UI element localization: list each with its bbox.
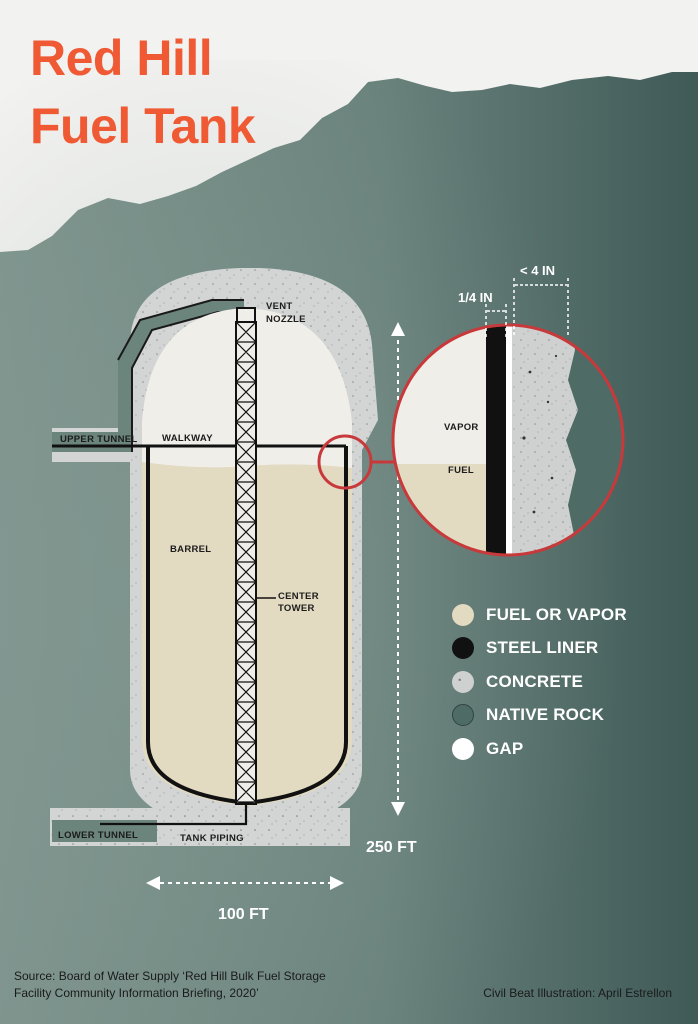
steel-swatch-icon xyxy=(452,637,474,660)
walkway-label: WALKWAY xyxy=(162,433,213,444)
zoom-inset-border xyxy=(391,323,625,557)
legend-label: NATIVE ROCK xyxy=(486,705,605,725)
fuel-label: FUEL xyxy=(448,465,474,476)
rock-swatch-icon xyxy=(452,704,474,727)
upper-tunnel-label: UPPER TUNNEL xyxy=(60,434,138,445)
tank-piping-line xyxy=(100,804,248,826)
vent-label-line1: VENT xyxy=(266,301,293,312)
legend-item-rock: NATIVE ROCK xyxy=(452,699,627,733)
fuel-swatch-icon xyxy=(452,603,474,626)
tank-piping-label: TANK PIPING xyxy=(180,833,244,844)
height-label: 250 FT xyxy=(366,839,417,856)
legend-item-gap: GAP xyxy=(452,732,627,766)
legend: FUEL OR VAPOR STEEL LINER CONCRETE NATIV… xyxy=(452,598,627,766)
barrel-label: BARREL xyxy=(170,544,211,555)
legend-item-fuel: FUEL OR VAPOR xyxy=(452,598,627,632)
liner-thickness-label: 1/4 IN xyxy=(458,290,493,305)
source-note: Source: Board of Water Supply ‘Red Hill … xyxy=(14,968,414,1002)
legend-label: STEEL LINER xyxy=(486,638,599,658)
source-line-1: Source: Board of Water Supply ‘Red Hill … xyxy=(14,969,326,983)
legend-item-concrete: CONCRETE xyxy=(452,665,627,699)
center-tower-label-line2: TOWER xyxy=(278,603,315,614)
legend-item-steel: STEEL LINER xyxy=(452,632,627,666)
concrete-swatch-icon xyxy=(452,670,474,693)
upper-tunnel-channel xyxy=(52,300,244,452)
gap-swatch-icon xyxy=(452,737,474,760)
source-line-2: Facility Community Information Briefing,… xyxy=(14,986,259,1000)
liner-thickness-dimension xyxy=(485,304,507,338)
width-label: 100 FT xyxy=(218,906,269,923)
illustration-credit: Civil Beat Illustration: April Estrellon xyxy=(483,986,672,1000)
center-tower xyxy=(235,307,257,805)
lower-tunnel-label: LOWER TUNNEL xyxy=(58,830,138,841)
width-dimension xyxy=(146,876,344,890)
lower-tunnel-channel xyxy=(52,820,157,842)
vent-label-line2: NOZZLE xyxy=(266,314,306,325)
vapor-label: VAPOR xyxy=(444,422,479,433)
height-dimension xyxy=(391,322,405,816)
legend-label: GAP xyxy=(486,738,524,758)
vent-nozzle-icon xyxy=(236,307,256,323)
legend-label: FUEL OR VAPOR xyxy=(486,604,627,624)
legend-label: CONCRETE xyxy=(486,671,583,691)
title-line-2: Fuel Tank xyxy=(30,98,256,154)
center-tower-label-line1: CENTER xyxy=(278,591,319,602)
concrete-thickness-label: < 4 IN xyxy=(520,263,555,278)
title-line-1: Red Hill xyxy=(30,30,213,86)
concrete-thickness-dimension xyxy=(513,278,569,338)
